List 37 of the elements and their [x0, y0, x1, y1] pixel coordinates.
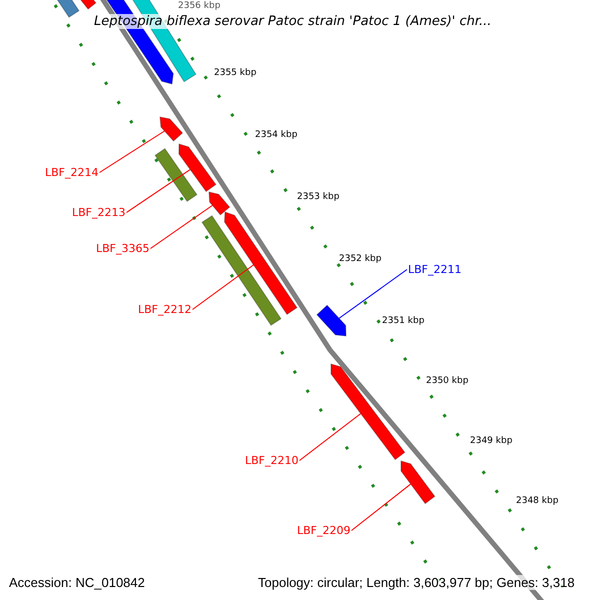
- footer-text: Topology: circular; Length: 3,603,977 bp; Genes: 3,318: [258, 575, 575, 590]
- tick-label: 2356 kbp: [178, 1, 220, 11]
- leader-line: [351, 484, 412, 531]
- tick-label: 2353 kbp: [297, 192, 340, 202]
- tick-label: 2350 kbp: [426, 376, 468, 386]
- leader-line: [338, 269, 408, 319]
- footer-text: Accession: NC_010842: [9, 575, 145, 590]
- tick-label: 2354 kbp: [255, 130, 298, 140]
- gene-block: [208, 191, 230, 216]
- tick-label: 2351 kbp: [382, 316, 424, 326]
- leader-line: [126, 169, 191, 213]
- gene-block: [330, 363, 406, 460]
- gene-label: LBF_3365: [96, 242, 150, 255]
- gene-block: [201, 215, 282, 326]
- gene-block: [159, 116, 184, 142]
- gene-label: LBF_2212: [138, 303, 192, 316]
- gene-label: LBF_2211: [408, 263, 462, 276]
- leader-line: [99, 130, 166, 173]
- gene-block: [316, 304, 347, 337]
- tick-label: 2352 kbp: [339, 254, 382, 264]
- gene-block: [224, 211, 298, 316]
- tick-label: 2349 kbp: [470, 436, 512, 446]
- gene-label: LBF_2213: [72, 206, 126, 219]
- map-title: Leptospira biflexa serovar Patoc strain 'Patoc 1 (Ames)' chr...: [94, 14, 492, 29]
- leader-line: [192, 264, 254, 310]
- gene-block: [400, 460, 436, 504]
- gene-block: [56, 0, 80, 18]
- gene-block: [79, 0, 97, 10]
- gene-label: LBF_2214: [45, 166, 98, 179]
- gene-label: LBF_2209: [297, 524, 350, 537]
- tick-label: 2355 kbp: [214, 68, 256, 78]
- gene-label: LBF_2210: [245, 454, 298, 467]
- gene-block: [154, 148, 198, 202]
- gene-block: [178, 143, 217, 192]
- leader-line: [150, 204, 213, 249]
- tick-label: 2348 kbp: [516, 496, 558, 506]
- leader-line: [299, 413, 362, 461]
